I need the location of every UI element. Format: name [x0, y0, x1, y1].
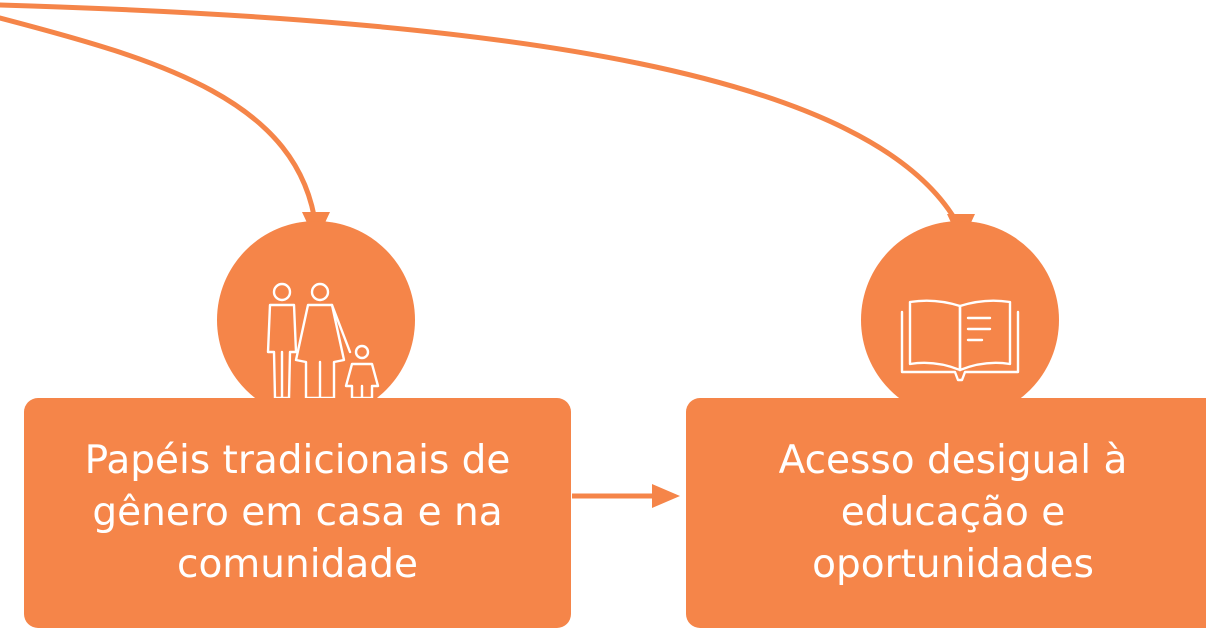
connector-curve-to-education-access	[0, 2, 964, 233]
node-education-access-label: Acesso desigual à educação e oportunidad…	[778, 438, 1128, 587]
open-book-icon	[900, 299, 1020, 382]
node-education-access: Acesso desigual à educação e oportunidad…	[686, 398, 1206, 628]
arrowhead-horizontal	[652, 484, 680, 508]
connector-curve-to-gender-roles	[0, 15, 319, 231]
icon-circle-left	[217, 221, 415, 419]
node-gender-roles-label: Papéis tradicionais de gênero em casa e …	[84, 438, 511, 587]
node-gender-roles: Papéis tradicionais de gênero em casa e …	[24, 398, 571, 628]
